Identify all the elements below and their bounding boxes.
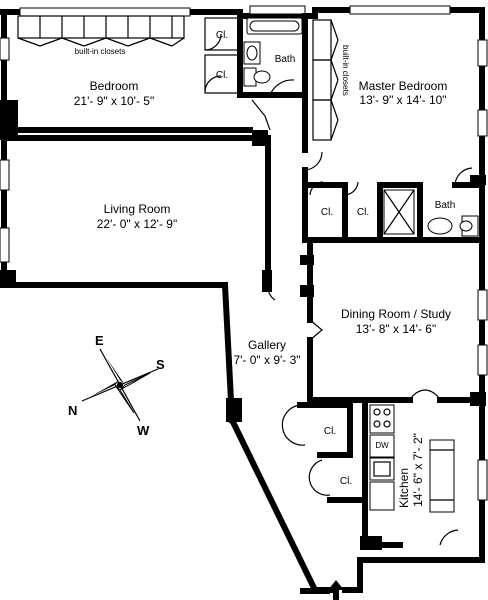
gallery-dims: 7'- 0" x 9'- 3" [233,353,300,367]
compass-w: W [137,423,150,438]
dining-room-dims: 13'- 8" x 14'- 6" [356,322,436,336]
label-closet-1: Cl. [216,30,228,41]
bedroom-closets [17,15,185,47]
columns [0,100,486,594]
label-builtin-closets-side: built-in closets [341,45,350,96]
entrance-closets [281,404,331,496]
compass-s: S [156,357,165,372]
label-closet-6: Cl. [340,476,352,487]
dining-doors [309,319,441,401]
label-dw: DW [375,441,389,450]
label-closet-3: Cl. [321,207,333,218]
bedroom-name: Bedroom [90,79,139,93]
label-closet-5: Cl. [324,426,336,437]
dining-room-name: Dining Room / Study [341,307,451,321]
living-room-dims: 22'- 0" x 12'- 9" [97,217,177,231]
compass-n: N [68,403,77,418]
kitchen-dims: 14'- 6" x 7'- 2" [411,433,425,507]
label-builtin-closets-top: built-in closets [75,47,126,56]
compass-needle-ne [106,357,125,385]
compass-e: E [95,333,104,348]
master-bath-fixtures [309,167,479,237]
room-labels: built-in closets Cl. Cl. Bath Bedroom 21… [74,30,456,508]
compass-needle-se [90,380,120,397]
bedroom-dims: 21'- 9" x 10'- 5" [74,94,154,108]
living-room-name: Living Room [104,202,171,216]
gallery-name: Gallery [248,338,286,352]
bath-fixtures [243,17,303,96]
label-closet-4: Cl. [357,207,369,218]
compass-needle-sw [114,384,135,414]
label-bath-1: Bath [275,54,296,65]
master-closets [304,19,339,171]
compass-rose: E S N W [68,333,165,438]
bedroom-small-closets [204,17,241,94]
corridor-doors [251,99,276,301]
label-bath-2: Bath [435,200,456,211]
master-bedroom-dims: 13'- 9" x 14'- 10" [359,93,446,107]
label-closet-2: Cl. [216,70,228,81]
master-bedroom-name: Master Bedroom [359,79,448,93]
entrance-arrow [328,580,344,600]
compass-needle-nw [119,372,151,391]
kitchen-name: Kitchen [397,468,411,508]
kitchen-appliances [369,404,459,546]
interior-walls [1,13,485,548]
